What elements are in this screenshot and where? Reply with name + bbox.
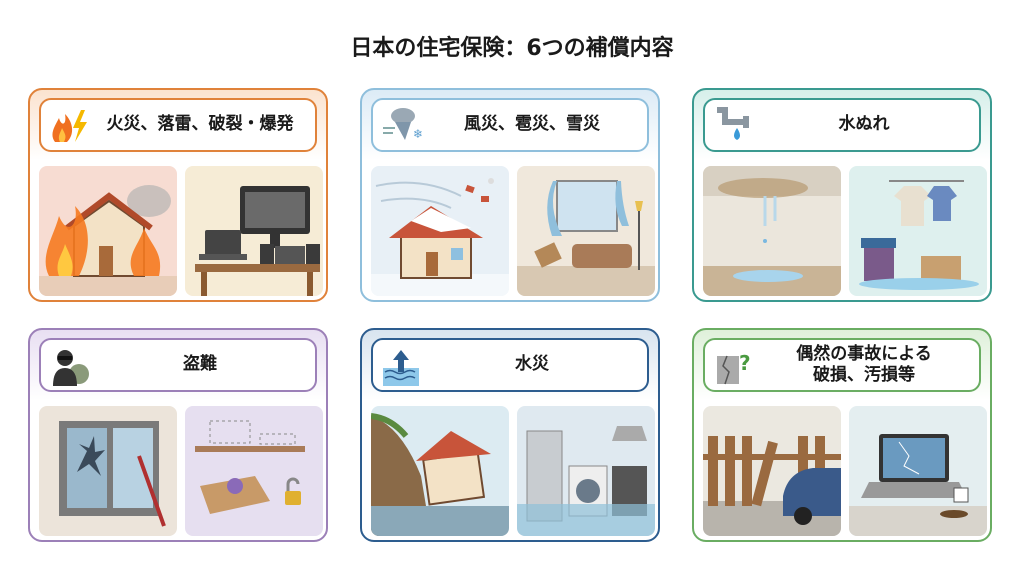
broken-laptop-illustration bbox=[849, 406, 987, 536]
page-title: 日本の住宅保険：6つの補償内容 bbox=[350, 36, 674, 61]
card-header: 水災 bbox=[371, 338, 649, 392]
card-water-leak: 水ぬれ bbox=[692, 88, 992, 302]
cracked-wall-icon: ? bbox=[717, 351, 751, 385]
flood-icon bbox=[383, 350, 419, 386]
card-header: ? 偶然の事故による 破損、汚損等 bbox=[703, 338, 981, 392]
flooded-kitchen-illustration bbox=[517, 406, 655, 536]
fire-lightning-icon bbox=[52, 110, 87, 142]
card-header: ❄ 風災、雹災、雪災 bbox=[371, 98, 649, 152]
card-label: 偶然の事故による 破損、汚損等 bbox=[757, 340, 971, 390]
broken-window-illustration bbox=[39, 406, 177, 536]
storm-icon: ❄ bbox=[383, 108, 423, 141]
card-header: 火災、落雷、破裂・爆発 bbox=[39, 98, 317, 152]
leaking-pipe-icon bbox=[717, 107, 749, 140]
card-header: 水ぬれ bbox=[703, 98, 981, 152]
card-label: 水ぬれ bbox=[838, 114, 890, 135]
card-header: 盗難 bbox=[39, 338, 317, 392]
landslide-house-illustration bbox=[371, 406, 509, 536]
car-crash-fence-illustration bbox=[703, 406, 841, 536]
ransacked-drawer-illustration bbox=[185, 406, 323, 536]
card-accidental-damage: ? 偶然の事故による 破損、汚損等 bbox=[692, 328, 992, 542]
svg-text:❄: ❄ bbox=[413, 127, 423, 141]
card-fire: 火災、落雷、破裂・爆発 bbox=[28, 88, 328, 302]
water-stained-ceiling-illustration bbox=[703, 166, 841, 296]
storm-damaged-house-illustration bbox=[371, 166, 509, 296]
thief-icon bbox=[53, 350, 89, 386]
card-label: 水災 bbox=[515, 354, 549, 375]
card-theft: 盗難 bbox=[28, 328, 328, 542]
damaged-electronics-illustration bbox=[185, 166, 323, 296]
svg-text:?: ? bbox=[739, 351, 751, 375]
card-storm: ❄ 風災、雹災、雪災 bbox=[360, 88, 660, 302]
card-label: 風災、雹災、雪災 bbox=[464, 114, 600, 135]
wet-belongings-illustration bbox=[849, 166, 987, 296]
card-flood: 水災 bbox=[360, 328, 660, 542]
card-label-line2: 破損、汚損等 bbox=[813, 365, 915, 385]
card-label-line1: 偶然の事故による bbox=[796, 343, 932, 364]
card-label: 火災、落雷、破裂・爆発 bbox=[106, 114, 294, 135]
card-label: 盗難 bbox=[183, 354, 217, 375]
burning-house-illustration bbox=[39, 166, 177, 296]
storm-damaged-room-illustration bbox=[517, 166, 655, 296]
